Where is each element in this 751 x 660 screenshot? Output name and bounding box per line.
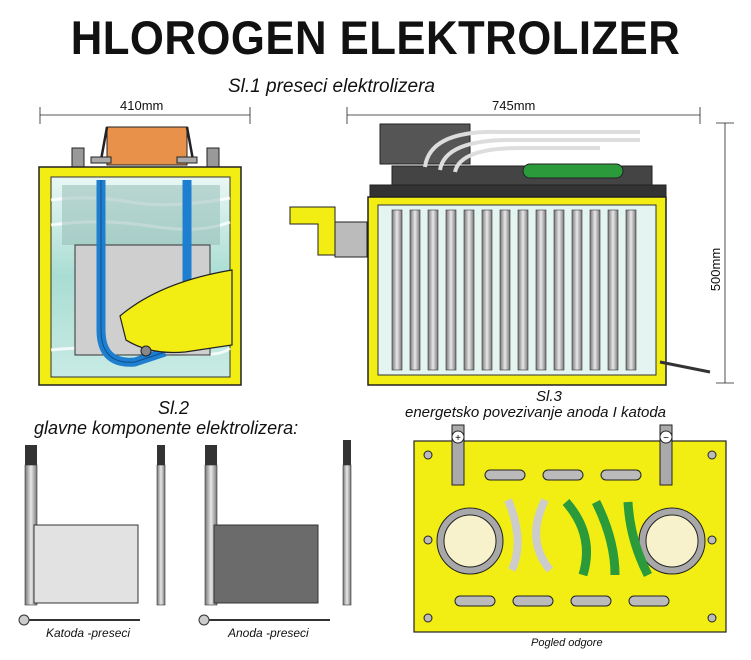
minus-marker: −	[663, 433, 669, 444]
dimension-line-410	[39, 107, 251, 124]
anode-component	[198, 440, 352, 626]
cathode-component	[18, 445, 166, 626]
cathode-label: Katoda -preseci	[46, 626, 131, 640]
figure-2-label: Sl.2	[158, 398, 190, 418]
dimension-410mm: 410mm	[120, 98, 164, 113]
anode-label: Anoda -preseci	[228, 626, 309, 640]
top-view-panel	[413, 424, 727, 633]
figure-3-caption: energetsko povezivanje anoda I katoda	[405, 404, 667, 421]
lid-block	[106, 126, 188, 166]
dimension-745mm: 745mm	[492, 98, 536, 113]
page-title: HLOROGEN ELEKTROLIZER	[70, 11, 681, 64]
top-view-label: Pogled odgore	[531, 637, 603, 649]
figure-2-caption: glavne komponente elektrolizera:	[34, 418, 299, 438]
figure-1-caption: Sl.1 preseci elektrolizera	[228, 76, 435, 97]
figure-3-label: Sl.3	[536, 388, 562, 405]
side-section-view	[38, 126, 242, 386]
dimension-line-745	[346, 107, 701, 124]
dimension-line-500	[716, 122, 734, 384]
plus-marker: +	[455, 433, 461, 444]
electrode-rods	[391, 209, 637, 371]
polarity-markers: + −	[451, 430, 673, 444]
